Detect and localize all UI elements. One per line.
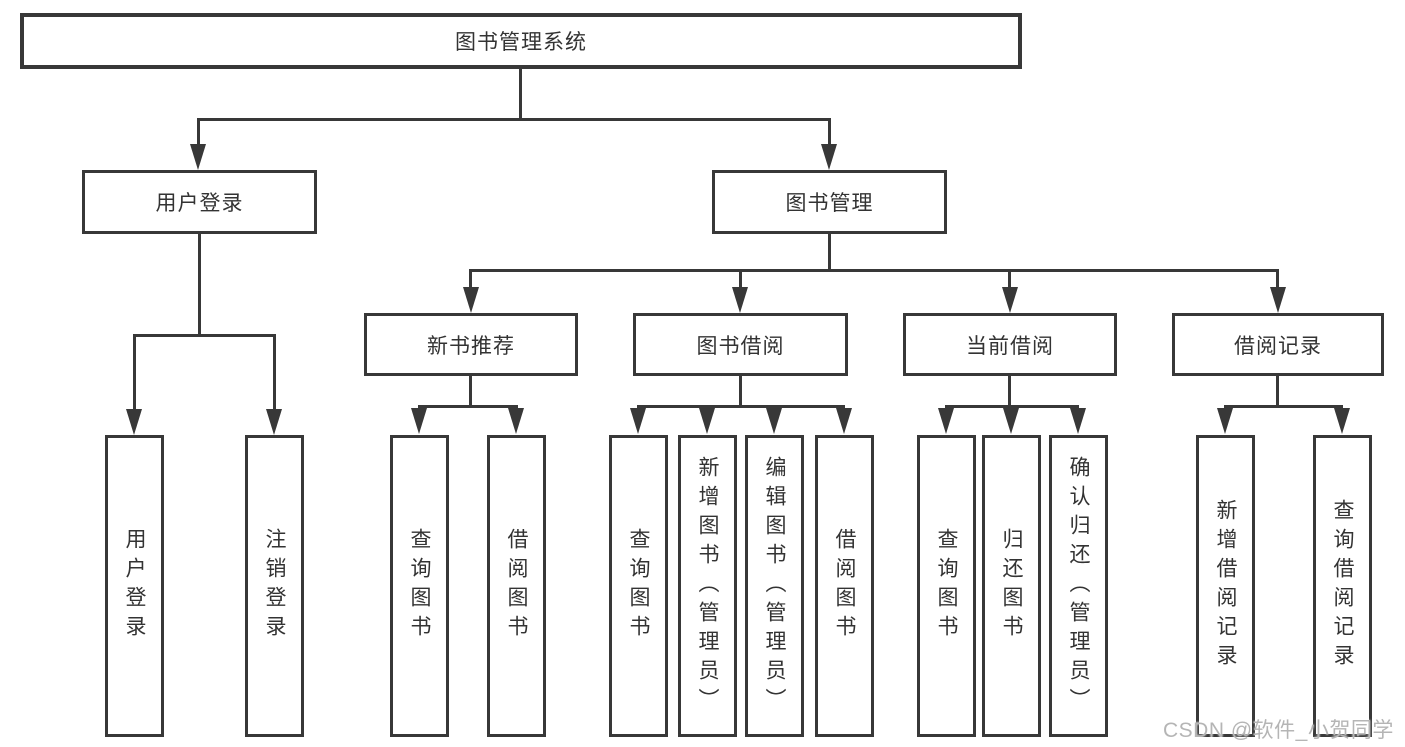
node-label: 编辑图书（管理员） [763,455,786,717]
arrow-down-icon [266,409,282,435]
node-current-borrowing: 当前借阅 [903,313,1117,376]
connector-vline [1276,376,1279,408]
node-user-login-branch: 用户登录 [82,170,317,234]
leaf-edit-book-admin: 编辑图书（管理员） [745,435,804,737]
leaf-borrow-book: 借阅图书 [815,435,874,737]
leaf-query-borrow-record: 查询借阅记录 [1313,435,1372,737]
node-label: 查询图书 [408,528,431,644]
node-label: 图书管理 [785,192,874,215]
connector-vline [197,118,200,148]
connector-vline [1008,269,1011,291]
arrow-down-icon [508,408,524,434]
leaf-query-book-current: 查询图书 [917,435,976,737]
node-label: 借阅记录 [1234,334,1322,358]
connector-hline [134,334,276,337]
node-label: 归还图书 [1000,528,1023,644]
arrow-down-icon [463,287,479,313]
node-label: 当前借阅 [966,334,1054,358]
arrow-down-icon [732,287,748,313]
arrow-down-icon [938,408,954,434]
connector-vline [828,118,831,148]
connector-vline [469,376,472,408]
leaf-query-book-recommend: 查询图书 [390,435,449,737]
arrow-down-icon [126,409,142,435]
connector-vline [133,334,136,412]
arrow-down-icon [1002,287,1018,313]
arrow-down-icon [1217,408,1233,434]
connector-hline [470,269,1279,272]
node-label: 注销登录 [263,528,286,644]
arrow-down-icon [190,144,206,170]
node-label: 新增图书（管理员） [696,455,719,717]
node-label: 借阅图书 [833,528,856,644]
connector-vline [828,234,831,272]
leaf-logout: 注销登录 [245,435,304,737]
node-book-management-branch: 图书管理 [712,170,947,234]
connector-vline [198,234,201,336]
node-label: 用户登录 [155,192,244,215]
arrow-down-icon [766,408,782,434]
arrow-down-icon [1270,287,1286,313]
arrow-down-icon [821,144,837,170]
leaf-borrow-book-recommend: 借阅图书 [487,435,546,737]
connector-vline [739,269,742,291]
leaf-add-book-admin: 新增图书（管理员） [678,435,737,737]
arrow-down-icon [630,408,646,434]
node-label: 用户登录 [123,528,146,644]
connector-vline [273,334,276,412]
arrow-down-icon [699,408,715,434]
connector-hline [418,405,518,408]
node-book-borrowing: 图书借阅 [633,313,848,376]
connector-hline [1224,405,1343,408]
node-new-book-recommend: 新书推荐 [364,313,578,376]
connector-vline [1008,376,1011,408]
connector-vline [519,69,522,120]
arrow-down-icon [1070,408,1086,434]
node-label: 确认归还（管理员） [1067,455,1090,717]
leaf-add-borrow-record: 新增借阅记录 [1196,435,1255,737]
arrow-down-icon [1334,408,1350,434]
connector-vline [469,269,472,291]
node-label: 图书管理系统 [455,31,587,54]
node-label: 查询借阅记录 [1331,499,1354,673]
node-label: 借阅图书 [505,528,528,644]
node-borrowing-records: 借阅记录 [1172,313,1384,376]
leaf-confirm-return-admin: 确认归还（管理员） [1049,435,1108,737]
node-label: 查询图书 [627,528,650,644]
leaf-return-book: 归还图书 [982,435,1041,737]
arrow-down-icon [1003,408,1019,434]
node-label: 图书借阅 [696,334,785,358]
node-label: 新书推荐 [427,334,515,358]
csdn-watermark: CSDN @软件_小贺同学 [1163,719,1394,742]
node-label: 查询图书 [935,528,958,644]
connector-hline [637,405,845,408]
leaf-user-login: 用户登录 [105,435,164,737]
arrow-down-icon [836,408,852,434]
connector-hline [197,118,831,121]
node-root-library-system: 图书管理系统 [20,13,1022,69]
arrow-down-icon [411,408,427,434]
connector-vline [739,376,742,408]
connector-vline [1276,269,1279,291]
node-label: 新增借阅记录 [1214,499,1237,673]
leaf-query-book-borrow: 查询图书 [609,435,668,737]
connector-hline [945,405,1079,408]
